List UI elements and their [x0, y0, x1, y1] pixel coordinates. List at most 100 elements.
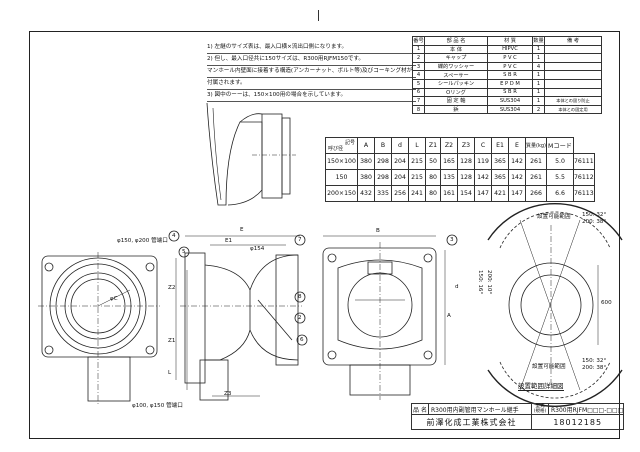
title-company: 前澤化成工業株式会社 [411, 414, 532, 430]
callout-3-label: 3 [450, 237, 454, 243]
range-angle-bottom: 150: 32° [582, 358, 607, 364]
title-name-value: R300用内副管用マンホール継手 [428, 403, 532, 415]
note-3: 3) 図中のーーは、150×100用の場合を示しています。 [207, 90, 417, 102]
note-2-cont: マンホール内壁面に接着する構造(アンカーナット、ボルト等)及びコーキング材が [207, 66, 417, 78]
dims-cell: 241 [408, 185, 426, 202]
callout-7-label: 7 [298, 237, 302, 243]
dims-h-size: 記号 呼び径 [325, 137, 358, 154]
top-view [206, 102, 296, 206]
callout-2-circle [294, 312, 306, 324]
front-view-bolt-tr [145, 262, 155, 272]
detail-range-line-2 [519, 219, 581, 391]
side-view-socket [275, 254, 299, 366]
dims-cell: 200×150 [325, 185, 358, 202]
front-view-bolt-tl [44, 262, 54, 272]
rear-view-bolt-tl [327, 253, 337, 263]
range-angle-top-2: 200: 38° [582, 219, 607, 225]
callout-3-circle [446, 234, 458, 246]
title-spec-value: R300用RJFM□□□-□□□ [547, 403, 625, 415]
title-spec-label-2: (規格) [533, 409, 547, 414]
rear-view-bolt-br [423, 350, 433, 360]
label-d: d [455, 284, 459, 290]
sheet-top-tick [318, 10, 319, 21]
drawing-border [29, 31, 620, 439]
label-e: E [240, 227, 244, 233]
callout-8-circle [294, 291, 306, 303]
label-phi154: φ154 [250, 246, 265, 252]
range-angle-bottom-2: 200: 38° [582, 365, 607, 371]
front-view-lower-socket [87, 356, 131, 402]
dims-cell: 5.5 [546, 169, 574, 186]
rear-view-body [337, 259, 423, 350]
label-b: B [376, 228, 380, 234]
dimension-table: 記号 呼び径 A B d L Z1 Z2 Z3 C E1 E 質量(kg) Mコ… [325, 137, 595, 202]
range-label-bottom: 設置可能範囲 [532, 364, 566, 370]
title-row-name: 品 名 R300用内副管用マンホール継手 型式(規格) R300用RJFM□□□… [411, 403, 625, 415]
callout-7-circle [294, 234, 306, 246]
notes-block: 1) 左継のサイズ表は、最入口横×流出口側になります。 2) 但し、最入口径共に… [207, 42, 417, 102]
range-label-top: 設置可能範囲 [537, 214, 571, 220]
callout-6-circle [296, 334, 308, 346]
label-e1: E1 [225, 238, 233, 244]
callout-4-label: 4 [172, 233, 176, 239]
dims-h-symbol: 記号 [344, 140, 355, 146]
side-view [168, 230, 308, 401]
title-spec-label-1: 型式 [535, 404, 545, 409]
front-view-dimension-c [97, 289, 131, 307]
title-name-label: 品 名 [411, 403, 429, 415]
front-view-bolt-br [145, 345, 155, 355]
callout-5-circle [178, 246, 190, 258]
range-600: 600 [601, 300, 612, 306]
dims-cell: 6.6 [546, 185, 574, 202]
callout-6-label: 6 [300, 337, 304, 343]
top-view-inner-line [212, 107, 222, 201]
top-view-outlet [281, 117, 291, 195]
dims-header-row: 記号 呼び径 A B d L Z1 Z2 Z3 C E1 E 質量(kg) Mコ… [325, 137, 595, 154]
title-drawing-no: 18012185 [530, 414, 625, 430]
front-view-bolt-bl [44, 345, 54, 355]
title-row-company: 前澤化成工業株式会社 18012185 [411, 414, 625, 430]
side-view-outlet [199, 359, 229, 401]
label-z3: Z3 [224, 391, 232, 397]
dims-cell: 335 [374, 185, 392, 202]
callout-4-circle [168, 230, 180, 242]
side-view-cap [257, 299, 293, 341]
rear-view-bolt-bl [327, 350, 337, 360]
top-view-flange [261, 113, 283, 199]
label-phi150-200: φ150, φ200 管端口 [117, 238, 168, 244]
title-block: 品 名 R300用内副管用マンホール継手 型式(規格) R300用RJFM□□□… [411, 403, 625, 430]
top-view-shell-outline [206, 102, 263, 206]
range-angle-top: 150: 32° [582, 212, 607, 218]
label-phic: φC [110, 296, 118, 302]
range-vertical-angle: 150: 16° [477, 270, 483, 295]
label-a: A [447, 313, 451, 319]
rear-view-outer [322, 247, 437, 366]
label-phi100-150: φ100, φ150 管端口 [132, 403, 183, 409]
side-view-bell [249, 254, 299, 361]
label-z2: Z2 [168, 285, 176, 291]
detail-outer-arc-top [487, 203, 623, 241]
callout-8-label: 8 [298, 294, 302, 300]
label-l: L [168, 370, 172, 376]
rear-view [322, 234, 458, 400]
detail-caption: 設置範囲詳細図 [518, 382, 564, 391]
label-z1: Z1 [168, 338, 176, 344]
rear-view-bolt-tr [423, 253, 433, 263]
side-view-body [204, 264, 251, 361]
dims-cell: 432 [357, 185, 375, 202]
note-1: 1) 左継のサイズ表は、最入口横×流出口側になります。 [207, 42, 417, 54]
top-view-curve [239, 113, 263, 123]
range-vertical-angle-2: 200: 10° [486, 270, 492, 295]
callout-5-label: 5 [182, 249, 186, 255]
note-2-cont2: 付属されます。 [207, 78, 417, 90]
parts-cell: 本体との固定用 [544, 104, 602, 115]
side-view-flange [184, 252, 206, 384]
title-spec-label: 型式(規格) [531, 403, 549, 415]
front-view [38, 252, 160, 405]
callout-2-label: 2 [298, 315, 302, 321]
dims-cell: 76113 [573, 185, 595, 202]
